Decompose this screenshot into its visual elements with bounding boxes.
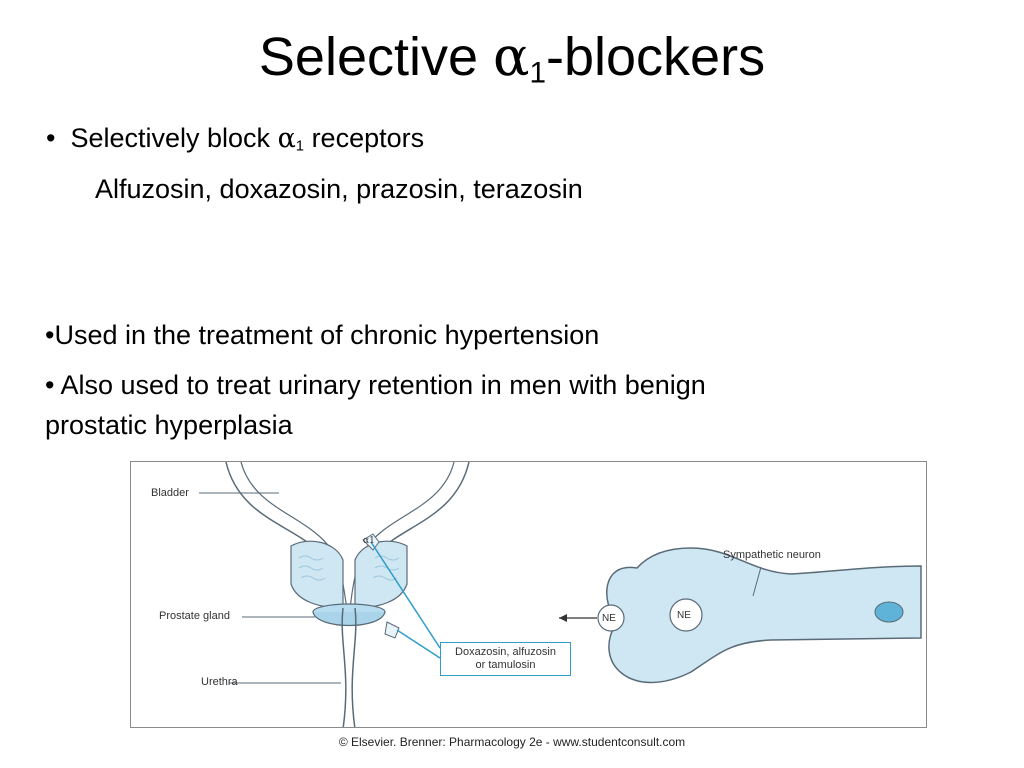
sympathetic-neuron-label: Sympathetic neuron: [723, 549, 821, 561]
neuron-nucleus: [874, 601, 904, 623]
urethra-label: Urethra: [201, 676, 238, 688]
bladder-label: Bladder: [151, 487, 189, 499]
title-text: Selective: [258, 27, 494, 87]
prostate-diagram: Bladder Prostate gland Urethra Sympathet…: [130, 461, 927, 728]
drug-list: Alfuzosin, doxazosin, prazosin, terazosi…: [95, 174, 583, 204]
urethra-right: [351, 607, 357, 727]
prostate-lobe-left: [290, 540, 344, 609]
callout-line1: Doxazosin, alfuzosin: [455, 646, 556, 658]
title-subscript: 1: [529, 56, 547, 90]
bullet-text: Selectively block: [70, 123, 278, 153]
receptor-lower: [384, 621, 400, 639]
diagram-drawing: [199, 462, 922, 727]
prostate-bowl: [312, 611, 386, 626]
prostate-lobe-right: [354, 540, 408, 609]
drug-callout-box: Doxazosin, alfuzosin or tamulosin: [440, 642, 571, 676]
release-arrow-head: [559, 614, 567, 622]
ne-released-label: NE: [602, 613, 616, 624]
urethra-left: [341, 607, 347, 727]
callout-line2: or tamulosin: [475, 659, 536, 671]
alpha-symbol: α: [277, 123, 296, 154]
bullet-marker: •: [46, 123, 56, 153]
bullet-urinary-retention-line1: • Also used to treat urinary retention i…: [45, 370, 706, 400]
bullet-hypertension: •Used in the treatment of chronic hypert…: [45, 320, 600, 350]
bullet-urinary-retention-line2: prostatic hyperplasia: [45, 410, 293, 440]
ne-vesicle-label: NE: [677, 610, 691, 621]
callout-connector-upper: [370, 541, 441, 649]
alpha-symbol: α: [493, 25, 530, 88]
neuron-leader: [752, 566, 762, 597]
ne-vesicle: [669, 598, 703, 632]
neuron-body: [606, 547, 922, 684]
callout-connector-lower: [396, 629, 441, 659]
bullet-suffix: receptors: [304, 123, 425, 153]
bullet-selective-block: • Selectively block α1 receptors: [46, 121, 424, 156]
image-credit: © Elsevier. Brenner: Pharmacology 2e - w…: [338, 735, 686, 749]
alpha-subscript: 1: [295, 138, 305, 155]
smooth-muscle-waves: [298, 555, 400, 581]
prostate-gland-label: Prostate gland: [159, 610, 230, 622]
ne-released: [597, 604, 625, 632]
title-suffix: -blockers: [546, 27, 766, 87]
slide-title: Selective α1-blockers: [0, 22, 1024, 92]
alpha1-receptor-label: α1: [363, 536, 375, 546]
